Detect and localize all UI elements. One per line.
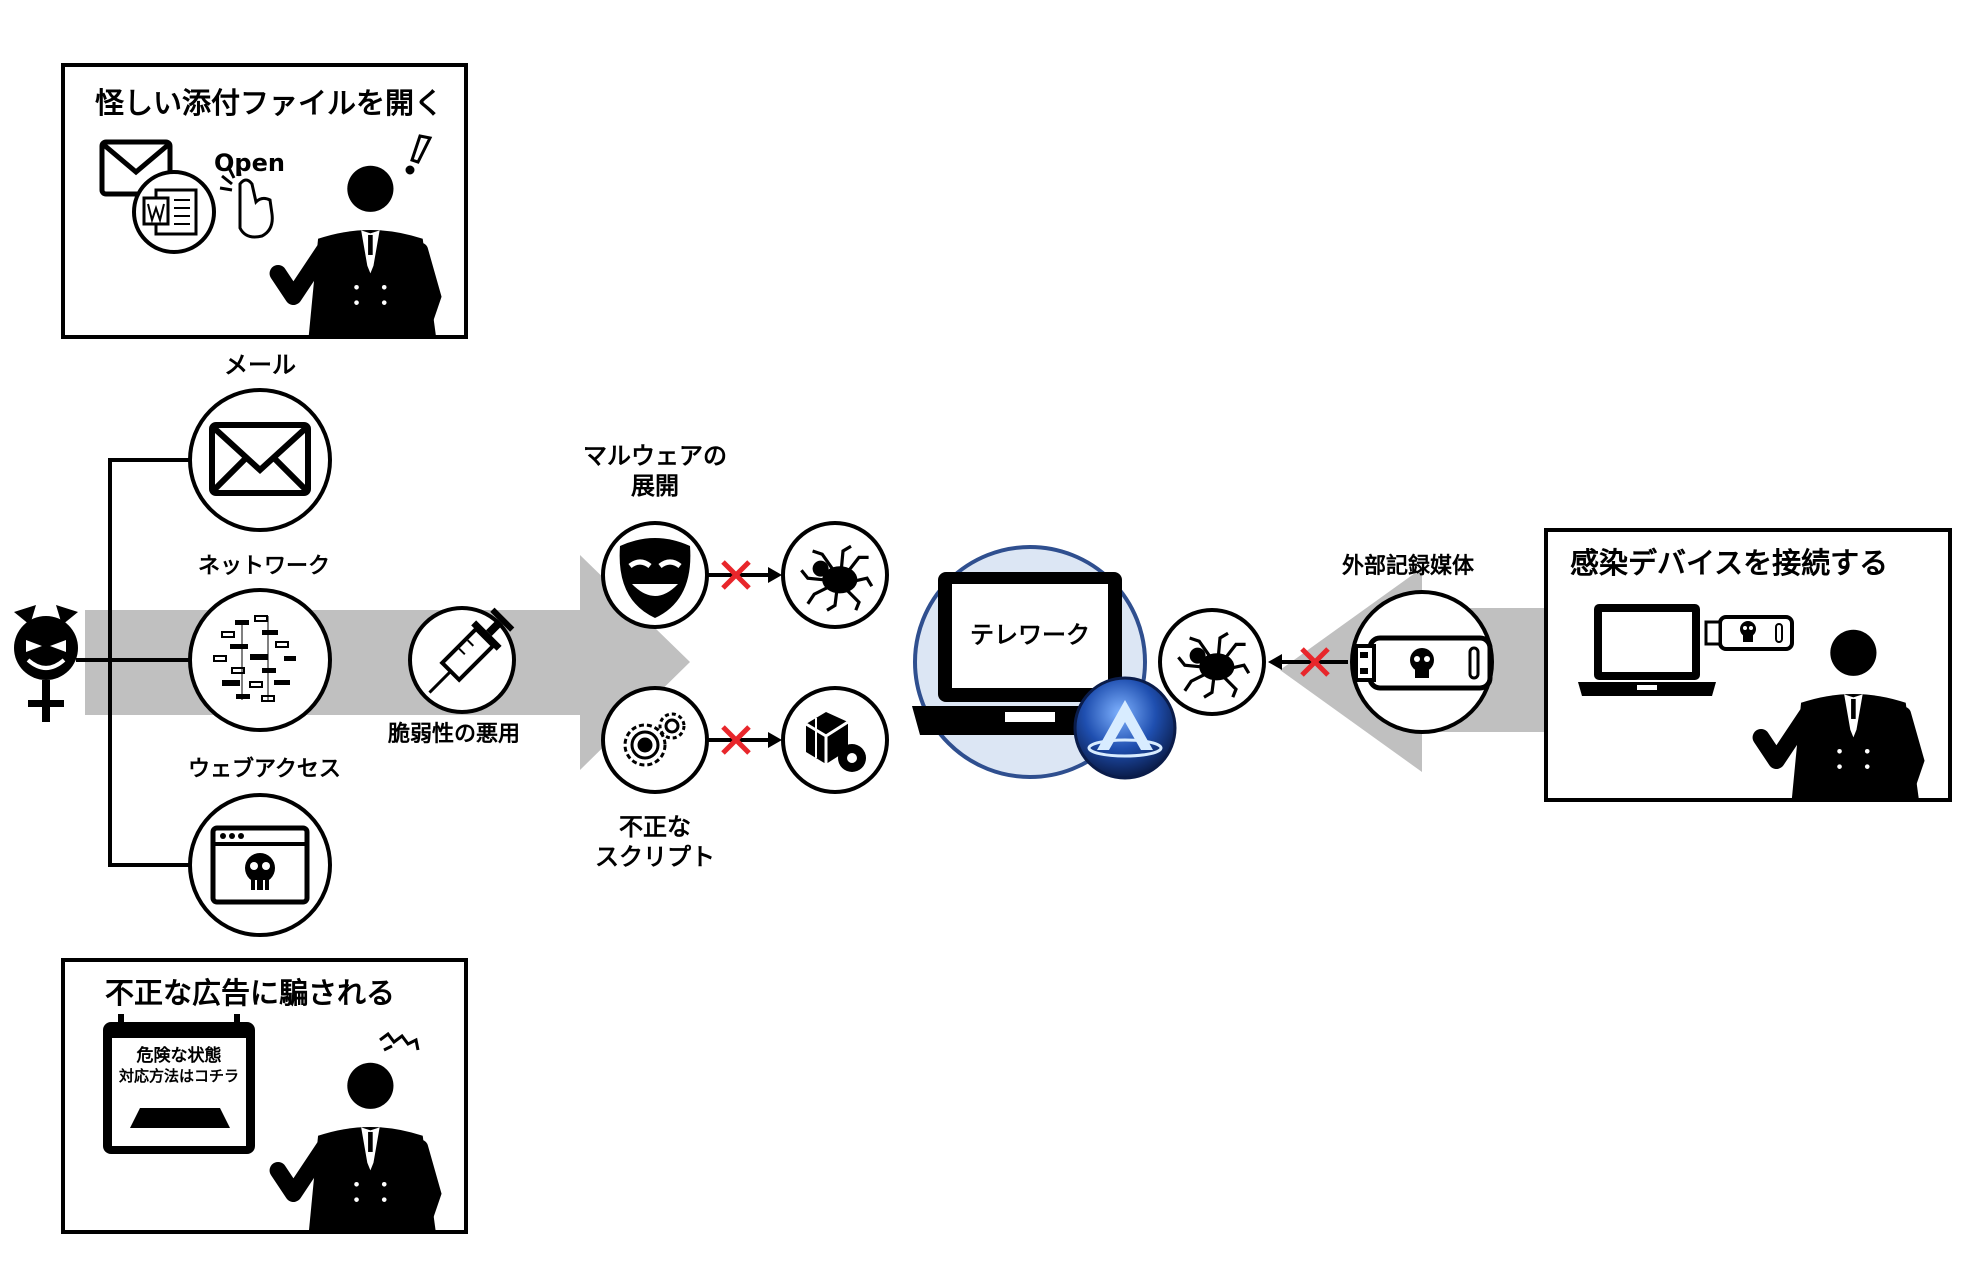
- telework-label: テレワーク: [970, 621, 1090, 649]
- word-doc-icon: [132, 170, 216, 254]
- script-node: [601, 686, 709, 794]
- malware-label-line1: マルウェアの: [583, 442, 727, 470]
- laptop-icon: [912, 572, 1148, 735]
- blocked-arrow-malware: [708, 560, 782, 590]
- open-label: Open: [214, 149, 285, 177]
- network-icon: [213, 615, 296, 702]
- attachment-title: 怪しい添付ファイルを開く: [95, 86, 444, 120]
- main-flow-arrow: [85, 555, 690, 770]
- blocked-arrow-external: [1268, 647, 1348, 677]
- script-label: 不正な スクリプト: [580, 812, 730, 872]
- ad-popup-line2: 対応方法はコチラ: [118, 1067, 239, 1086]
- fake-ad-title: 不正な広告に騙される: [105, 976, 396, 1010]
- laptop-small-icon: [1578, 604, 1716, 696]
- malware-bug-node: [781, 521, 889, 629]
- syringe-icon: [428, 607, 515, 694]
- web-vector: [188, 793, 332, 937]
- shock-icon: [379, 1031, 420, 1052]
- browser-skull-icon: [210, 825, 310, 905]
- script-label-line2: スクリプト: [595, 843, 715, 871]
- mask-icon: [619, 538, 691, 618]
- ad-popup-line1: 危険な状態: [136, 1046, 222, 1066]
- web-label: ウェブアクセス: [188, 757, 341, 782]
- network-label: ネットワーク: [198, 554, 331, 579]
- cube-gear-node: [781, 686, 889, 794]
- ad-popup-window: [103, 1014, 255, 1154]
- script-label-line1: 不正な: [619, 813, 691, 841]
- tap-hand-icon: [219, 161, 274, 239]
- cube-gear-icon: [805, 712, 866, 772]
- malware-label: マルウェアの 展開: [580, 441, 730, 501]
- blocked-arrow-script: [708, 725, 782, 755]
- fake-ad-scenario-box: [61, 958, 468, 1234]
- external-media-label: 外部記録媒体: [1342, 554, 1475, 579]
- gears-icon: [623, 712, 686, 767]
- infected-device-scenario-box: [1544, 528, 1952, 802]
- malware-label-line2: 展開: [631, 472, 679, 500]
- infected-device-title: 感染デバイスを接続する: [1570, 546, 1889, 580]
- usb-small-icon: [1704, 615, 1794, 651]
- mail-vector: [188, 388, 332, 532]
- malware-node: [601, 521, 709, 629]
- exclamation-icon: [405, 134, 433, 175]
- security-sphere-icon: [1073, 676, 1177, 780]
- network-vector: [188, 588, 332, 732]
- external-bug-node: [1158, 608, 1266, 716]
- usb-node: [1350, 590, 1494, 734]
- ad-popup-text: 危険な状態 対応方法はコチラ: [112, 1046, 246, 1086]
- mail-icon: [209, 422, 311, 496]
- exploit-label: 脆弱性の悪用: [388, 722, 521, 747]
- vector-connectors: [76, 458, 192, 867]
- telework-target: [912, 545, 1177, 780]
- exploit-node: [408, 606, 516, 714]
- usb-skull-icon: [1354, 635, 1493, 691]
- mail-label: メール: [224, 351, 296, 379]
- attachment-scenario-box: [61, 63, 468, 339]
- devil-icon: [14, 605, 78, 722]
